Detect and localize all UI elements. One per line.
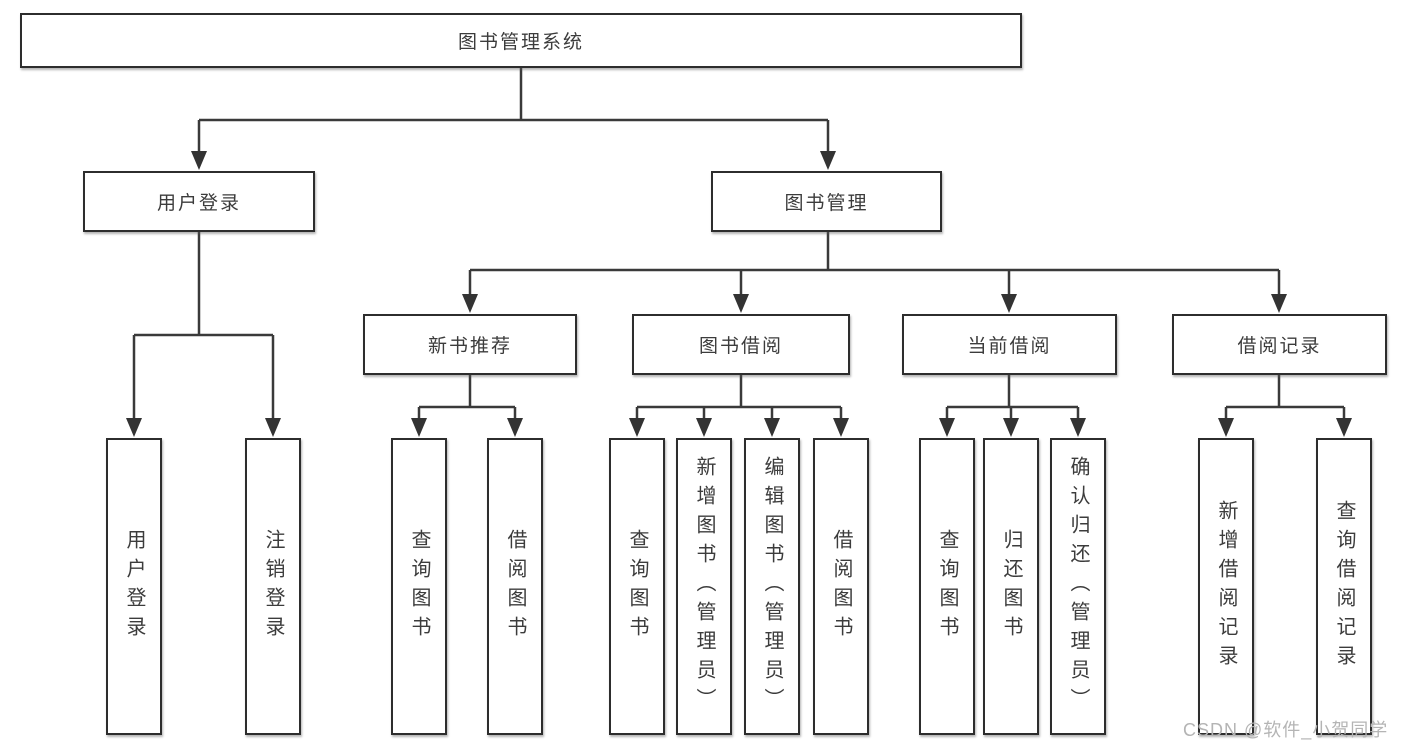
node-user-login: 用户登录	[83, 171, 315, 232]
node-current-borrowing-label: 当前借阅	[967, 336, 1052, 357]
node-leaf-confirm-return-admin: 确认归还（管理员）	[1050, 438, 1106, 735]
node-leaf-return-books: 归还图书	[983, 438, 1039, 735]
node-leaf-borrow-books-recommend-label: 借阅图书	[504, 528, 526, 645]
node-borrowing-records-label: 借阅记录	[1237, 336, 1322, 357]
node-borrowing-records: 借阅记录	[1172, 314, 1387, 375]
node-new-book-recommend: 新书推荐	[363, 314, 577, 375]
node-leaf-user-login-label: 用户登录	[123, 528, 145, 645]
node-leaf-edit-book-admin-label: 编辑图书（管理员）	[761, 456, 783, 717]
watermark: CSDN @软件_小贺同学	[1183, 720, 1389, 740]
node-leaf-user-login: 用户登录	[106, 438, 162, 735]
node-leaf-query-borrow-record-label: 查询借阅记录	[1333, 499, 1355, 674]
node-new-book-recommend-label: 新书推荐	[427, 336, 512, 357]
node-user-login-label: 用户登录	[156, 193, 241, 214]
node-leaf-add-borrow-record: 新增借阅记录	[1198, 438, 1254, 735]
node-leaf-query-books-borrowing: 查询图书	[609, 438, 665, 735]
node-leaf-logout-label: 注销登录	[262, 528, 284, 645]
node-leaf-query-borrow-record: 查询借阅记录	[1316, 438, 1372, 735]
node-leaf-add-borrow-record-label: 新增借阅记录	[1215, 499, 1237, 674]
node-leaf-query-books-borrowing-label: 查询图书	[626, 528, 648, 645]
arrowheads	[126, 151, 1352, 437]
node-leaf-borrow-books-borrowing-label: 借阅图书	[830, 528, 852, 645]
node-leaf-borrow-books-recommend: 借阅图书	[487, 438, 543, 735]
node-leaf-return-books-label: 归还图书	[1000, 528, 1022, 645]
node-leaf-query-books-recommend-label: 查询图书	[408, 528, 430, 645]
node-leaf-query-books-recommend: 查询图书	[391, 438, 447, 735]
node-book-borrowing: 图书借阅	[632, 314, 850, 375]
node-leaf-edit-book-admin: 编辑图书（管理员）	[744, 438, 800, 735]
node-leaf-query-books-current: 查询图书	[919, 438, 975, 735]
node-leaf-borrow-books-borrowing: 借阅图书	[813, 438, 869, 735]
node-leaf-logout: 注销登录	[245, 438, 301, 735]
node-leaf-add-book-admin-label: 新增图书（管理员）	[693, 456, 715, 717]
node-leaf-confirm-return-admin-label: 确认归还（管理员）	[1067, 456, 1089, 717]
node-book-borrowing-label: 图书借阅	[698, 336, 783, 357]
node-root: 图书管理系统	[20, 13, 1022, 68]
node-leaf-add-book-admin: 新增图书（管理员）	[676, 438, 732, 735]
node-book-management: 图书管理	[711, 171, 942, 232]
node-book-management-label: 图书管理	[784, 193, 869, 214]
node-leaf-query-books-current-label: 查询图书	[936, 528, 958, 645]
node-current-borrowing: 当前借阅	[902, 314, 1117, 375]
node-root-label: 图书管理系统	[457, 32, 584, 53]
connector-paths	[132, 68, 1346, 420]
